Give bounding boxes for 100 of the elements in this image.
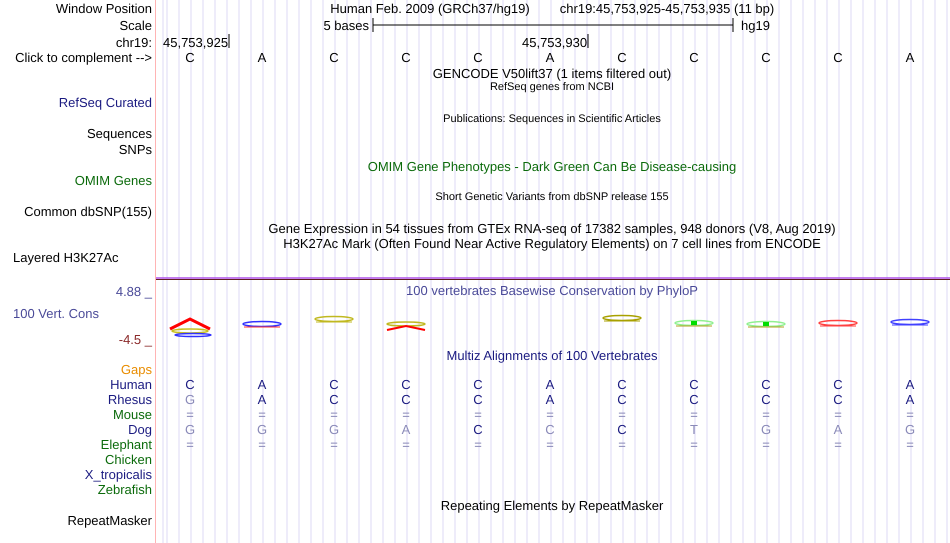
scale-text: hg19 xyxy=(741,18,770,32)
track-title: RefSeq genes from NCBI xyxy=(490,80,614,94)
species-label: Mouse xyxy=(112,406,152,422)
species-label: Elephant xyxy=(100,436,152,452)
alignment-base: C xyxy=(329,392,339,406)
base-letter: C xyxy=(617,50,627,64)
alignment-base: C xyxy=(329,376,339,392)
alignment-base: A xyxy=(258,392,266,406)
alignment-base: C xyxy=(401,392,411,406)
species-label: Human xyxy=(110,376,152,392)
axis-value: 4.88 _ xyxy=(116,284,152,298)
track-title: GENCODE V50lift37 (1 items filtered out) xyxy=(432,66,672,80)
alignment-base: T xyxy=(690,422,698,436)
base-letter: A xyxy=(546,50,554,64)
track-label: Layered H3K27Ac xyxy=(13,250,119,264)
alignment-base: C xyxy=(833,376,843,392)
alignment-base: = xyxy=(474,406,482,422)
alignment-base: C xyxy=(401,376,411,392)
alignment-base: = xyxy=(330,406,338,422)
assembly-text: Human Feb. 2009 (GRCh37/hg19) xyxy=(330,0,530,16)
alignment-base: = xyxy=(690,406,698,422)
position-text: chr19:45,753,925-45,753,935 (11 bp) xyxy=(560,0,774,16)
species-label: Rhesus xyxy=(108,392,152,406)
alignment-base: C xyxy=(689,376,699,392)
track-label: Gaps xyxy=(120,362,152,376)
alignment-base: = xyxy=(906,406,914,422)
alignment-base: = xyxy=(186,406,194,422)
track-label: RepeatMasker xyxy=(67,512,152,528)
alignment-base: C xyxy=(185,376,195,392)
track-label: OMIM Genes xyxy=(74,172,152,188)
track-title: Gene Expression in 54 tissues from GTEx RNA-seq of 17382 samples, 948 donors (V8, Aug 2019) xyxy=(268,220,836,236)
alignment-base: = xyxy=(258,406,266,422)
scale-text: 5 bases xyxy=(323,18,369,32)
coordinate-text: 45,753,930 xyxy=(522,34,588,50)
alignment-base: = xyxy=(906,436,914,452)
alignment-base: C xyxy=(761,376,771,392)
alignment-base: C xyxy=(473,392,483,406)
species-label: Chicken xyxy=(105,452,152,466)
track-label: SNPs xyxy=(118,142,152,156)
alignment-base: C xyxy=(761,392,771,406)
track-label: Click to complement --> xyxy=(15,50,152,64)
track-title: OMIM Gene Phenotypes - Dark Green Can Be Disease-causing xyxy=(368,158,736,174)
alignment-base: G xyxy=(328,422,340,436)
alignment-base: A xyxy=(258,376,266,392)
base-letter: A xyxy=(258,50,266,64)
track-label: chr19: xyxy=(116,34,152,50)
alignment-base: = xyxy=(474,436,482,452)
alignment-base: G xyxy=(184,422,196,436)
track-label: Window Position xyxy=(56,0,152,16)
alignment-base: G xyxy=(184,392,196,406)
alignment-base: = xyxy=(690,436,698,452)
base-letter: A xyxy=(906,50,914,64)
alignment-base: C xyxy=(617,376,627,392)
alignment-base: A xyxy=(546,392,554,406)
track-label: Scale xyxy=(119,18,152,32)
alignment-base: C xyxy=(473,376,483,392)
base-letter: C xyxy=(329,50,339,64)
alignment-base: G xyxy=(760,422,772,436)
alignment-base: C xyxy=(545,422,555,436)
track-title: Repeating Elements by RepeatMasker xyxy=(440,498,664,512)
alignment-base: = xyxy=(546,406,554,422)
base-letter: C xyxy=(473,50,483,64)
alignment-base: = xyxy=(402,406,410,422)
species-label: Zebrafish xyxy=(98,482,152,496)
coordinate-text: 45,753,925 xyxy=(163,34,228,50)
base-letter: C xyxy=(185,50,195,64)
track-label: Sequences xyxy=(86,126,152,140)
axis-value: -4.5 _ xyxy=(118,332,152,346)
track-title: Multiz Alignments of 100 Vertebrates xyxy=(446,348,658,362)
track-title: H3K27Ac Mark (Often Found Near Active Regulatory Elements) on 7 cell lines from ENCODE xyxy=(283,236,821,250)
track-label: RefSeq Curated xyxy=(58,94,152,110)
alignment-base: = xyxy=(330,436,338,452)
alignment-base: = xyxy=(762,436,770,452)
alignment-base: A xyxy=(834,422,842,436)
track-label: 100 Vert. Cons xyxy=(13,306,99,320)
track-title: 100 vertebrates Basewise Conservation by PhyloP xyxy=(406,282,698,298)
alignment-base: = xyxy=(546,436,554,452)
base-letter: C xyxy=(689,50,699,64)
alignment-base: C xyxy=(689,392,699,406)
alignment-base: = xyxy=(618,406,626,422)
alignment-base: = xyxy=(258,436,266,452)
alignment-base: = xyxy=(402,436,410,452)
alignment-base: = xyxy=(834,436,842,452)
alignment-base: = xyxy=(762,406,770,422)
species-label: Dog xyxy=(128,422,152,436)
alignment-base: C xyxy=(617,422,627,436)
alignment-base: C xyxy=(617,392,627,406)
alignment-base: G xyxy=(256,422,268,436)
track-label: Common dbSNP(155) xyxy=(24,204,152,218)
alignment-base: = xyxy=(618,436,626,452)
alignment-base: A xyxy=(906,392,914,406)
track-title: Short Genetic Variants from dbSNP release 155 xyxy=(435,190,669,204)
alignment-base: C xyxy=(833,392,843,406)
track-title: Publications: Sequences in Scientific Articles xyxy=(443,112,661,126)
alignment-base: G xyxy=(904,422,916,436)
base-letter: C xyxy=(833,50,843,64)
alignment-base: A xyxy=(546,376,554,392)
alignment-base: = xyxy=(186,436,194,452)
alignment-base: = xyxy=(834,406,842,422)
species-label: X_tropicalis xyxy=(84,466,152,482)
